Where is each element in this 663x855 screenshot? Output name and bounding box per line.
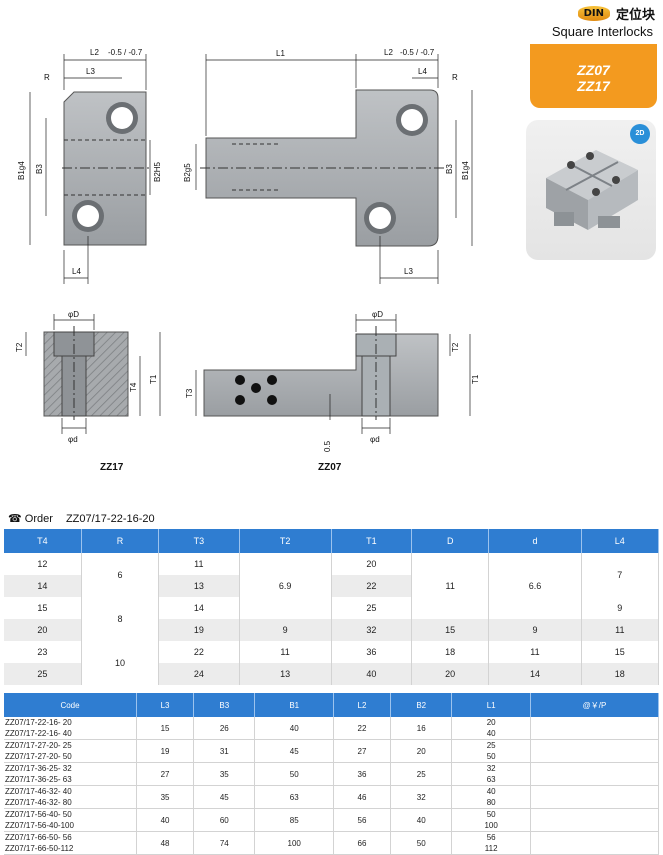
order-label: Order: [24, 513, 53, 525]
th-L1: L1: [451, 693, 531, 717]
product-render: [546, 150, 638, 230]
dim-B2-g5: B2g5: [183, 163, 192, 182]
table-row: 20 19 9 32 15 9 11: [4, 619, 660, 641]
th-d: d: [488, 529, 582, 553]
table1-header: T4 R T3 T2 T1 D d L4: [4, 529, 660, 553]
dim-L4-top: L4: [418, 67, 427, 76]
dim-B2-H5: B2H5: [153, 161, 162, 182]
th-T1: T1: [331, 529, 413, 553]
table2-header: Code L3 B3 B1 L2 B2 L1 @￥/P: [4, 693, 660, 717]
dim-T2-left: T2: [15, 342, 24, 352]
price-cell: [530, 808, 660, 820]
th-L4: L4: [581, 529, 660, 553]
top-view-right-block: [200, 89, 446, 247]
dim-T1-left: T1: [149, 374, 158, 384]
dim-T2-right: T2: [451, 342, 460, 352]
dim-R-left: R: [44, 73, 50, 82]
table-row: 23 10 22 11 36 18 11 15: [4, 641, 660, 685]
price-cell: [530, 843, 660, 855]
product-code-2: ZZ17: [577, 78, 610, 94]
th-B2: B2: [390, 693, 453, 717]
side-view-zz07: [203, 326, 439, 420]
dim-T3: T3: [185, 388, 194, 398]
price-cell: [530, 751, 660, 763]
th-L2: L2: [333, 693, 392, 717]
dim-B1-left: B1g4: [17, 161, 26, 180]
top-view-left-block: [62, 91, 150, 246]
order-example: ZZ07/17-22-16-20: [65, 513, 155, 525]
dim-L2-tol-left: -0.5 / -0.7: [108, 48, 143, 57]
th-T3: T3: [158, 529, 240, 553]
th-D: D: [411, 529, 490, 553]
price-cell: [530, 728, 660, 740]
dim-R-right: R: [452, 73, 458, 82]
dim-T4: T4: [129, 382, 138, 392]
dim-L3-bottom: L3: [404, 267, 413, 276]
dim-L2-right: L2: [384, 48, 393, 57]
product-code-1: ZZ07: [577, 62, 610, 78]
dim-B3-left: B3: [35, 164, 44, 174]
price-cell: [530, 739, 660, 751]
dim-B3-right: B3: [445, 164, 454, 174]
phone-icon: ☎: [8, 513, 22, 525]
dim-phid-right: φd: [370, 435, 380, 444]
din-logo: DIN: [577, 6, 610, 21]
dim-L4-bottom: L4: [72, 267, 81, 276]
table-row: 12 6 11 6.9 20 11 6.6 7: [4, 553, 660, 619]
order-line: ☎ Order ZZ07/17-22-16-20: [8, 512, 155, 525]
caption-zz07: ZZ07: [318, 462, 342, 473]
dimension-table: T4 R T3 T2 T1 D d L4 12 6 11 6.9 20 11 6…: [4, 529, 660, 685]
dim-phid-left: φd: [68, 435, 78, 444]
side-view-zz17: [43, 326, 129, 420]
cad-2d-icon[interactable]: 2D: [630, 124, 650, 144]
table-row: 15 8 14 25 9: [4, 597, 660, 641]
table-row: 14 13 22: [4, 575, 659, 597]
dim-gap: 0.5: [323, 440, 332, 452]
dim-L2-left: L2: [90, 48, 99, 57]
technical-drawing: L2 -0.5 / -0.7 L3 L1 L2 -0.5 / -0.7 L4 R…: [15, 48, 480, 473]
dim-B1-right: B1g4: [461, 161, 470, 180]
brand-header: DIN 定位块: [577, 4, 655, 23]
dim-phiD-left: φD: [68, 310, 79, 319]
title-en: Square Interlocks: [551, 24, 653, 39]
th-code: Code: [4, 693, 137, 717]
dim-L1: L1: [276, 49, 285, 58]
top-dimensions: [29, 54, 473, 284]
th-L3: L3: [136, 693, 195, 717]
caption-zz17: ZZ17: [100, 462, 124, 473]
th-price: @￥/P: [530, 693, 660, 717]
price-cell: [530, 774, 660, 786]
th-T2: T2: [239, 529, 332, 553]
dim-L2-tol-right: -0.5 / -0.7: [400, 48, 435, 57]
product-code-badge: ZZ07 ZZ17: [530, 44, 657, 108]
price-cell: [530, 785, 660, 797]
price-cell: [530, 762, 660, 774]
th-B3: B3: [193, 693, 256, 717]
th-R: R: [81, 529, 160, 553]
price-cell: [530, 797, 660, 809]
dim-phiD-right: φD: [372, 310, 383, 319]
price-cell: [530, 831, 660, 843]
dim-T1-right: T1: [471, 374, 480, 384]
dim-L3-top: L3: [86, 67, 95, 76]
th-T4: T4: [4, 529, 82, 553]
price-cell: [530, 717, 660, 728]
product-photo: 2D: [526, 120, 656, 260]
price-table: Code L3 B3 B1 L2 B2 L1 @￥/P ZZ07/17-22-1…: [4, 693, 660, 855]
price-cell: [530, 820, 660, 832]
title-cn: 定位块: [615, 7, 655, 22]
th-B1: B1: [254, 693, 334, 717]
table-row: 25 24 13 40 20 14 18: [4, 663, 660, 685]
